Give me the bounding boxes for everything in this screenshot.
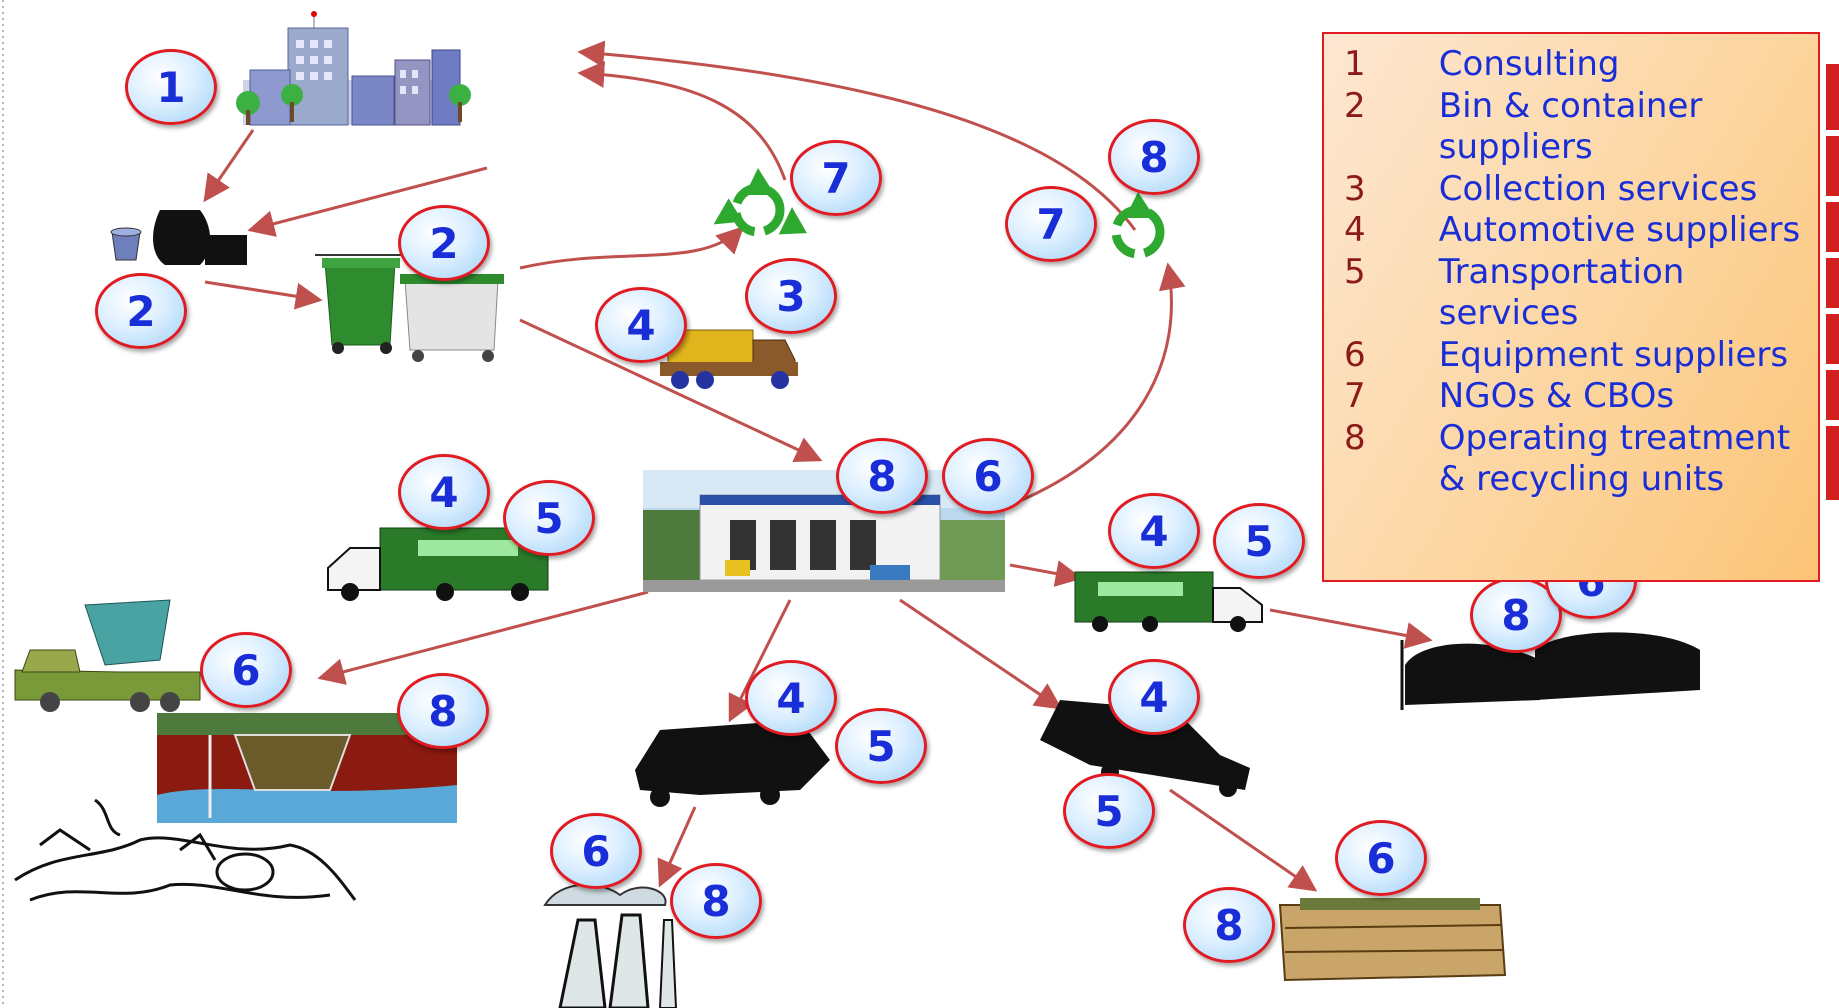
compost-bin-icon: [1278, 898, 1507, 982]
badge-automotive: 4: [745, 660, 837, 736]
badge-automotive: 4: [398, 454, 490, 530]
collection-truck-silhouette-icon: [635, 720, 830, 807]
badge-transportation: 5: [1213, 503, 1305, 579]
right-edge-tabs: [1826, 64, 1839, 500]
badge-transportation: 5: [1063, 773, 1155, 849]
badge-consulting: 1: [125, 49, 217, 125]
green-transport-truck-icon: [1074, 571, 1263, 632]
badge-ngo: 7: [1005, 186, 1097, 262]
badge-equipment: 6: [550, 813, 642, 889]
badge-treatment-unit: 8: [1108, 119, 1200, 195]
badge-bin-supplier: 2: [95, 273, 187, 349]
incinerator-chimneys-icon: [543, 883, 678, 1008]
waste-containers-icon: [315, 254, 504, 362]
badge-transportation: 5: [503, 480, 595, 556]
badge-automotive: 4: [595, 287, 687, 363]
badge-automotive: 4: [1108, 493, 1200, 569]
small-bins-icon: [110, 210, 247, 265]
recycle-icon: [1111, 192, 1165, 259]
badge-equipment: 6: [1335, 820, 1427, 896]
badge-equipment: 6: [942, 438, 1034, 514]
badge-collection: 3: [745, 258, 837, 334]
biogas-digesters-icon: [1400, 632, 1700, 710]
recycle-icon: [713, 168, 807, 237]
collection-truck-silhouette-icon: [1040, 700, 1250, 797]
transfer-station-image: [643, 470, 1005, 592]
badge-equipment: 6: [200, 632, 292, 708]
badge-treatment-unit: 8: [670, 863, 762, 939]
badge-transportation: 5: [835, 708, 927, 784]
city-buildings-icon: [236, 11, 471, 126]
badge-bin-supplier: 2: [398, 205, 490, 281]
flow-arrows: [203, 40, 1433, 892]
badge-treatment-unit: 8: [836, 438, 928, 514]
badge-ngo: 7: [790, 140, 882, 216]
badge-treatment-unit: 8: [1183, 887, 1275, 963]
dump-truck-icon: [14, 599, 201, 712]
badge-treatment-unit: 8: [397, 673, 489, 749]
scrap-pile-icon: [14, 798, 357, 902]
badge-automotive: 4: [1108, 659, 1200, 735]
